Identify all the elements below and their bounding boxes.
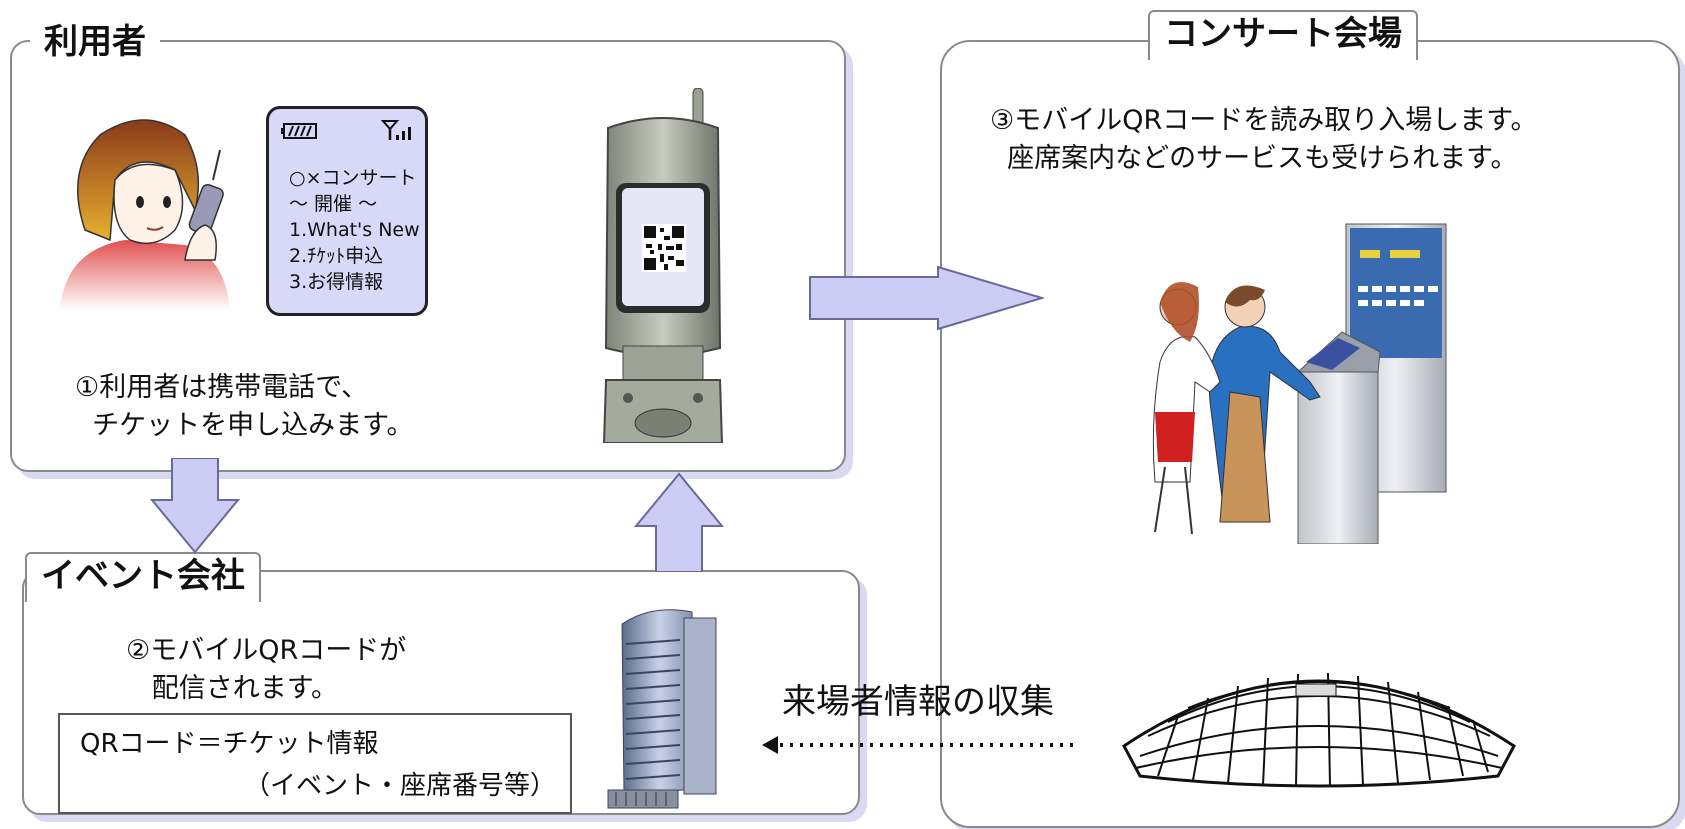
event-panel-title: イベント会社 bbox=[25, 552, 261, 602]
phone-menu-screen: ○×コンサート ～ 開催 ～ 1.What's New 2.ﾁｹｯﾄ申込 3.お… bbox=[266, 106, 428, 316]
flip-phone-qr-illustration bbox=[602, 88, 724, 443]
venue-panel-title: コンサート会場 bbox=[1148, 10, 1418, 60]
battery-icon bbox=[281, 123, 317, 139]
woman-on-phone-illustration bbox=[60, 119, 230, 310]
user-panel-title: 利用者 bbox=[30, 20, 160, 64]
user-step-text: ①利用者は携帯電話で、 チケットを申し込みます。 bbox=[75, 372, 414, 441]
gate-entry-illustration bbox=[1152, 223, 1447, 544]
event-step-text: ②モバイルQRコードが 配信されます。 bbox=[126, 635, 407, 704]
phone-menu-line: 2.ﾁｹｯﾄ申込 bbox=[289, 245, 384, 267]
visitor-info-collection-label: 来場者情報の収集 bbox=[782, 682, 1054, 722]
qr-ticket-info-line2: （イベント・座席番号等） bbox=[243, 771, 556, 801]
venue-step-text: ③モバイルQRコードを読み取り入場します。 座席案内などのサービスも受けられます… bbox=[990, 105, 1538, 174]
arrow-user-to-event bbox=[150, 458, 240, 554]
phone-menu-line: 3.お得情報 bbox=[289, 271, 384, 293]
signal-icon bbox=[381, 120, 411, 140]
phone-menu-line: ～ 開催 ～ bbox=[289, 193, 378, 215]
dome-stadium-illustration bbox=[1122, 672, 1516, 788]
qr-ticket-info-box: QRコード＝チケット情報 （イベント・座席番号等） bbox=[58, 713, 572, 814]
phone-menu-line: 1.What's New bbox=[289, 219, 420, 241]
dotted-arrow-venue-to-event bbox=[762, 736, 1078, 754]
qr-ticket-info-line1: QRコード＝チケット情報 bbox=[80, 729, 379, 759]
office-building-illustration bbox=[607, 609, 717, 809]
phone-menu-line: ○×コンサート bbox=[289, 167, 417, 189]
arrow-event-to-user bbox=[634, 472, 724, 572]
arrow-user-to-venue bbox=[809, 265, 1044, 331]
